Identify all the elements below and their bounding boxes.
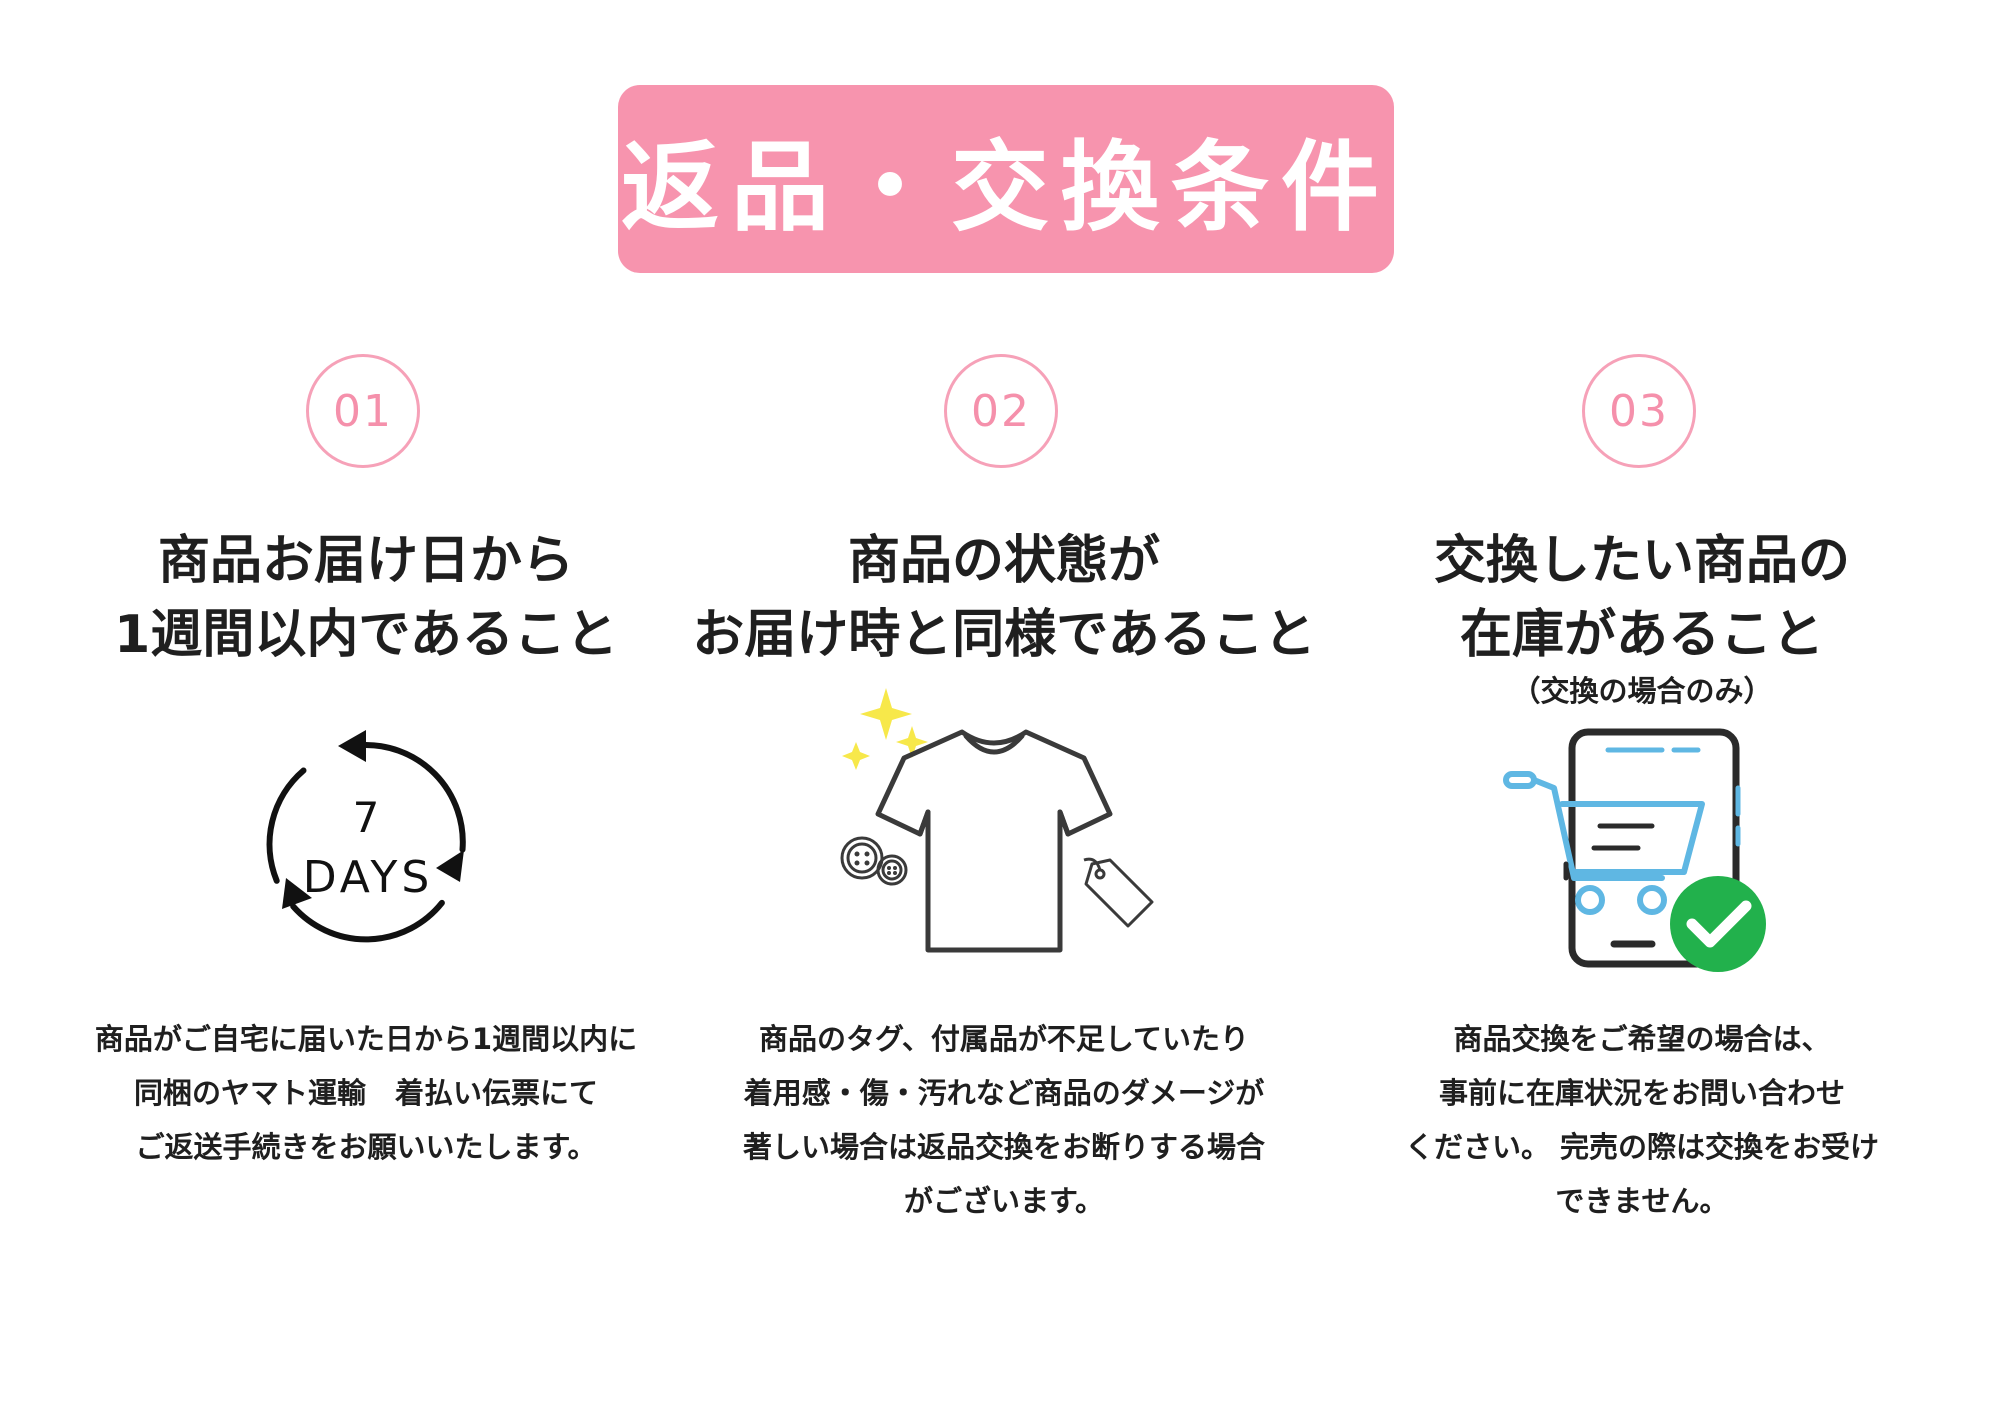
description-line: 同梱のヤマト運輸 着払い伝票にて	[133, 1076, 598, 1110]
condition-heading-line-2: 在庫があること	[1459, 605, 1824, 665]
description-line: 商品のタグ、付属品が不足していたり	[758, 1022, 1250, 1056]
description-line: ご返送手続きをお願いいたします。	[135, 1130, 597, 1164]
days-unit: DAYS	[303, 852, 434, 903]
phone-cart-check-icon	[1503, 728, 1766, 972]
condition-heading-line-1: 商品お届け日から	[157, 531, 574, 591]
condition-heading-line-2: 1週間以内であること	[114, 605, 618, 665]
condition-card-1: 01 商品お届け日から 1週間以内であること 7 DAYS 商品がご自宅に届いた…	[46, 0, 686, 1414]
condition-card-2: 02 商品の状態が お届け時と同様であること	[684, 0, 1324, 1414]
description-line: 著しい場合は返品交換をお断りする場合	[742, 1130, 1265, 1164]
description-line: できません。	[1555, 1184, 1729, 1218]
description-line: 商品がご自宅に届いた日から1週間以内に	[94, 1022, 638, 1056]
condition-number-badge: 01	[306, 354, 420, 468]
condition-card-3: 03 交換したい商品の 在庫があること （交換の場合のみ）	[1322, 0, 1962, 1414]
cart-icon	[1503, 771, 1705, 915]
condition-heading-line-1: 交換したい商品の	[1433, 531, 1850, 591]
sparkle-icon	[842, 688, 928, 770]
condition-description: 商品交換をご希望の場合は、 事前に在庫状況をお問い合わせ ください。 完売の際は…	[1322, 1012, 1962, 1228]
description-line: 事前に在庫状況をお問い合わせ	[1438, 1076, 1845, 1110]
button-icon	[840, 836, 908, 886]
seven-days-cycle-icon: 7 DAYS	[266, 730, 466, 943]
description-line: がございます。	[903, 1184, 1105, 1218]
price-tag-icon	[1083, 857, 1154, 928]
condition-description: 商品のタグ、付属品が不足していたり 着用感・傷・汚れなど商品のダメージが 著しい…	[684, 1012, 1324, 1228]
condition-heading-note: （交換の場合のみ）	[1511, 674, 1773, 708]
title-banner: 返品・交換条件	[618, 85, 1394, 273]
tshirt-with-tag-icon	[840, 688, 1154, 953]
days-number: 7	[353, 793, 380, 842]
condition-number-badge: 02	[944, 354, 1058, 468]
condition-heading-line-1: 商品の状態が	[847, 531, 1160, 591]
condition-description: 商品がご自宅に届いた日から1週間以内に 同梱のヤマト運輸 着払い伝票にて ご返送…	[46, 1012, 686, 1174]
page-title: 返品・交換条件	[620, 131, 1391, 245]
description-line: 商品交換をご希望の場合は、	[1453, 1022, 1831, 1056]
condition-heading-line-2: お届け時と同様であること	[692, 605, 1316, 665]
description-line: ください。 完売の際は交換をお受け	[1404, 1130, 1880, 1164]
description-line: 着用感・傷・汚れなど商品のダメージが	[743, 1076, 1265, 1110]
condition-number-badge: 03	[1582, 354, 1696, 468]
check-icon	[1670, 876, 1766, 972]
